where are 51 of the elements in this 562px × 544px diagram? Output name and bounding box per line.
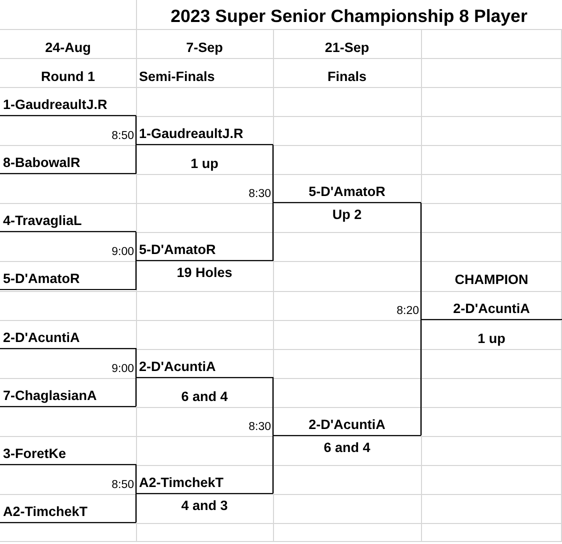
bracket-line <box>135 231 137 262</box>
tee-time: 8:50 <box>112 130 134 144</box>
player-name: 2-D'AcuntiA <box>139 358 216 375</box>
tee-time: 8:20 <box>396 304 419 318</box>
player-name: 1-GaudreaultJ.R <box>139 126 244 142</box>
bracket-line <box>135 464 137 494</box>
player-name: A2-TimchekT <box>3 504 88 520</box>
match-result: 19 Holes <box>176 265 232 282</box>
match-result: 1 up <box>190 156 218 172</box>
match-result: 1 up <box>478 330 506 347</box>
player-name: 3-ForetKe <box>3 446 66 462</box>
bracket-line <box>135 144 137 174</box>
date-header: 24-Aug <box>45 40 91 56</box>
player-name: 2-D'AcuntiA <box>308 416 386 433</box>
player-name: 1-GaudreaultJ.R <box>3 97 108 114</box>
match-result: 4 and 3 <box>181 498 228 514</box>
player-name: A2-TimchekT <box>139 474 224 491</box>
tee-time: 8:30 <box>248 188 271 202</box>
match-result: 6 and 4 <box>181 388 228 405</box>
round-header: Semi-Finals <box>139 69 215 86</box>
player-name: 2-D'AcuntiA <box>3 330 80 346</box>
player-name: 4-TravagliaL <box>3 213 82 230</box>
date-header: 7-Sep <box>186 40 223 56</box>
bracket-line <box>420 202 422 320</box>
match-result: Up 2 <box>332 207 362 224</box>
bracket-line <box>420 318 422 436</box>
bracket-line <box>272 376 274 436</box>
round-header: Round 1 <box>41 69 95 86</box>
tee-time: 9:00 <box>112 246 134 260</box>
bracket-title: 2023 Super Senior Championship 8 Player <box>170 6 528 28</box>
player-name: 5-D'AmatoR <box>308 184 386 200</box>
date-header: 21-Sep <box>324 40 370 56</box>
tee-time: 8:30 <box>248 420 271 434</box>
player-name: 8-BabowalR <box>3 155 80 172</box>
bracket-line <box>272 434 274 494</box>
player-name: 7-ChaglasianA <box>3 388 97 404</box>
player-name: 5-D'AmatoR <box>3 271 80 288</box>
player-name: 2-D'AcuntiA <box>453 300 530 317</box>
champion-heading: CHAMPION <box>454 272 528 288</box>
bracket-line <box>135 376 137 407</box>
bracket-line <box>135 260 137 291</box>
bracket-line <box>135 115 137 146</box>
bracket-line <box>272 144 274 204</box>
bracket-line <box>272 202 274 262</box>
round-header: Finals <box>327 69 366 86</box>
player-name: 5-D'AmatoR <box>139 242 216 258</box>
tee-time: 8:50 <box>112 478 134 492</box>
match-result: 6 and 4 <box>324 440 370 456</box>
bracket-line <box>135 492 137 523</box>
tee-time: 9:00 <box>112 362 134 376</box>
bracket-line <box>135 348 137 378</box>
